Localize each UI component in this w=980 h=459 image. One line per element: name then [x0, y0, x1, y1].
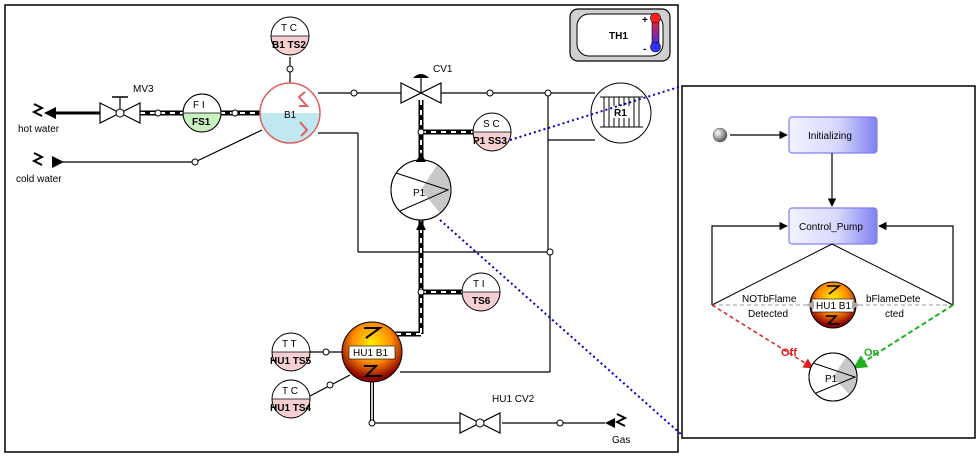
- cold-water-label: cold water: [16, 174, 62, 185]
- flow-arrow-up: [416, 220, 426, 230]
- th1-minus: -: [643, 44, 646, 55]
- b1-ts2-sensor[interactable]: T C B1 TS2: [270, 16, 310, 56]
- process-panel: [4, 4, 679, 453]
- hu1-cv2-valve[interactable]: HU1 CV2: [459, 394, 535, 434]
- on-label: On: [864, 347, 880, 359]
- loop-left-arrow: [711, 221, 788, 305]
- hot-water-label: hot water: [18, 124, 60, 135]
- hu1-ts4-sensor[interactable]: T C HU1 TS4: [270, 379, 312, 419]
- junction-dots: [154, 65, 564, 427]
- p1-ss3-type: S C: [483, 119, 500, 130]
- gas-label: Gas: [612, 435, 630, 446]
- step-control-pump-label: Control_Pump: [799, 222, 863, 233]
- cond-not-flame-line2: Detected: [748, 309, 788, 320]
- th1-thermostat[interactable]: TH1 + -: [569, 8, 671, 62]
- step-initializing[interactable]: Initializing: [788, 116, 878, 154]
- cond-arrow-right: [852, 301, 860, 309]
- fs1-type: F I: [193, 100, 205, 111]
- hu1-b1-label: HU1 B1: [353, 348, 388, 359]
- th1-plus: +: [642, 15, 648, 26]
- cond-not-flame-line1: NOTbFlame: [742, 294, 797, 305]
- b1-ts2-type: T C: [281, 23, 297, 34]
- sfc-p1-pump[interactable]: P1: [808, 352, 858, 402]
- hu1-ts4-type: T C: [282, 386, 298, 397]
- sfc-p1-label: P1: [825, 374, 838, 385]
- hu1-ts5-sensor[interactable]: T T HU1 TS5: [270, 332, 312, 372]
- initial-step-ball: [712, 127, 728, 143]
- sfc-hu1-b1-label: HU1 B1: [816, 301, 851, 312]
- detail-link-lines: [439, 85, 683, 436]
- p1-ss3-sensor[interactable]: S C P1 SS3: [472, 112, 512, 152]
- ts6-tag: TS6: [472, 296, 491, 307]
- r1-label: R1: [614, 108, 627, 119]
- b1-label: B1: [284, 110, 297, 121]
- hu1-cv2-label: HU1 CV2: [492, 394, 535, 405]
- off-label: Off: [781, 347, 797, 359]
- hu1-ts4-tag: HU1 TS4: [270, 403, 312, 414]
- off-transition: [711, 304, 814, 369]
- mv3-valve[interactable]: MV3: [99, 84, 154, 124]
- sfc-hu1-b1[interactable]: HU1 B1: [809, 281, 857, 329]
- ts6-sensor[interactable]: T I TS6: [461, 272, 501, 312]
- p1-pump[interactable]: P1: [390, 152, 452, 221]
- hot-water-outlet: hot water: [18, 103, 60, 135]
- r1-radiator[interactable]: R1: [590, 82, 652, 144]
- cv1-valve[interactable]: CV1: [400, 64, 453, 104]
- hu1-ts5-tag: HU1 TS5: [270, 356, 312, 367]
- cond-flame-line2: cted: [885, 309, 904, 320]
- fs1-tag: FS1: [192, 117, 211, 128]
- on-transition: [852, 304, 954, 369]
- hu1-b1-burner[interactable]: HU1 B1: [341, 321, 403, 383]
- b1-boiler[interactable]: B1: [259, 82, 321, 144]
- cond-flame-line1: bFlameDete: [866, 294, 921, 305]
- cond-arrow-left: [806, 301, 814, 309]
- step-initializing-label: Initializing: [808, 131, 852, 142]
- ts6-type: T I: [473, 279, 484, 290]
- gas-inlet: Gas: [605, 413, 630, 446]
- fs1-sensor[interactable]: F I FS1: [182, 93, 222, 133]
- th1-label: TH1: [609, 31, 628, 42]
- step-control-pump[interactable]: Control_Pump: [788, 207, 878, 245]
- mv3-label: MV3: [133, 84, 154, 95]
- p1-ss3-tag: P1 SS3: [473, 136, 507, 147]
- b1-ts2-tag: B1 TS2: [272, 40, 306, 51]
- cold-water-inlet: cold water: [16, 152, 64, 185]
- loop-right-arrow: [878, 221, 954, 305]
- cv1-label: CV1: [433, 64, 453, 75]
- hu1-ts5-type: T T: [282, 339, 297, 350]
- p1-label: P1: [413, 188, 426, 199]
